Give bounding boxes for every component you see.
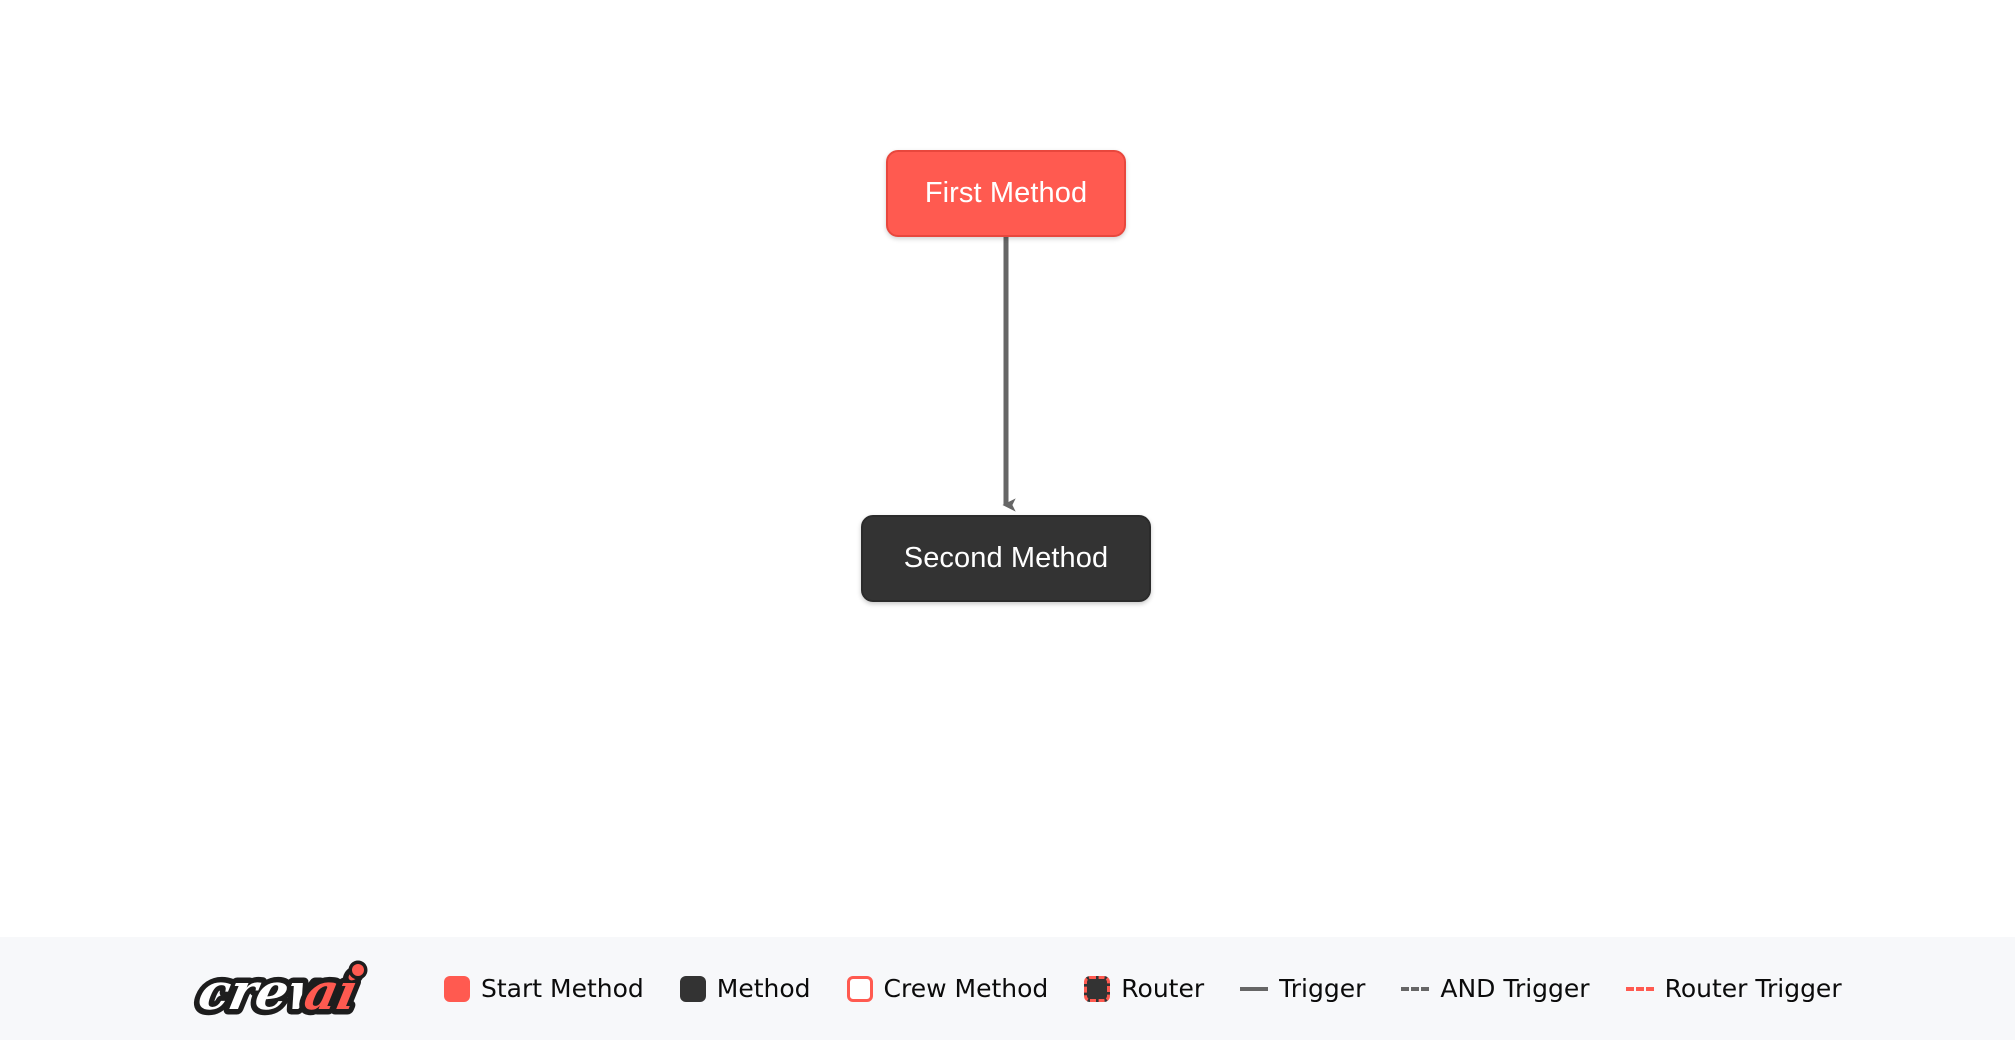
legend-item-router-trigger[interactable]: Router Trigger: [1625, 974, 1842, 1003]
legend-item-start-method[interactable]: Start Method: [444, 974, 644, 1003]
square-dashed-coral-icon: [1084, 975, 1111, 1002]
node-first-method[interactable]: First Method: [886, 150, 1126, 237]
legend-label-router: Router: [1121, 974, 1205, 1003]
node-second-method-label: Second Method: [903, 542, 1109, 574]
legend-items: Start Method Method Crew Method Router T…: [444, 974, 1842, 1003]
line-dashed-coral-icon: [1625, 986, 1654, 991]
crewai-wordmark-icon: crew crew ai ai: [188, 957, 369, 1025]
legend-bar: crew crew ai ai Start Method Method: [0, 937, 2015, 1040]
legend-item-method[interactable]: Method: [679, 974, 811, 1003]
line-solid-gray-icon: [1240, 986, 1269, 991]
line-dashed-gray-icon: [1401, 986, 1430, 991]
svg-text:crew: crew: [194, 962, 339, 1020]
graph-canvas[interactable]: First Method Second Method: [0, 0, 2015, 937]
legend-label-router-trigger: Router Trigger: [1664, 974, 1842, 1003]
node-first-method-label: First Method: [924, 177, 1088, 209]
legend-label-start-method: Start Method: [481, 974, 644, 1003]
crewai-logo: crew crew ai ai: [186, 953, 406, 1025]
legend-item-trigger[interactable]: Trigger: [1240, 976, 1365, 1001]
legend-item-and-trigger[interactable]: AND Trigger: [1401, 974, 1590, 1003]
svg-text:crew: crew: [194, 962, 339, 1020]
legend-label-method: Method: [716, 974, 811, 1003]
legend-label-trigger: Trigger: [1279, 974, 1366, 1003]
square-filled-coral-icon: [444, 975, 470, 1002]
legend-item-crew-method[interactable]: Crew Method: [846, 974, 1049, 1003]
edge-layer: [1002, 237, 1016, 512]
legend-item-router[interactable]: Router: [1084, 974, 1205, 1003]
legend-label-crew-method: Crew Method: [883, 974, 1049, 1003]
legend-label-and-trigger: AND Trigger: [1440, 974, 1590, 1003]
node-second-method[interactable]: Second Method: [861, 515, 1151, 602]
square-outline-coral-icon: [846, 975, 873, 1002]
square-filled-dark-icon: [679, 975, 706, 1002]
